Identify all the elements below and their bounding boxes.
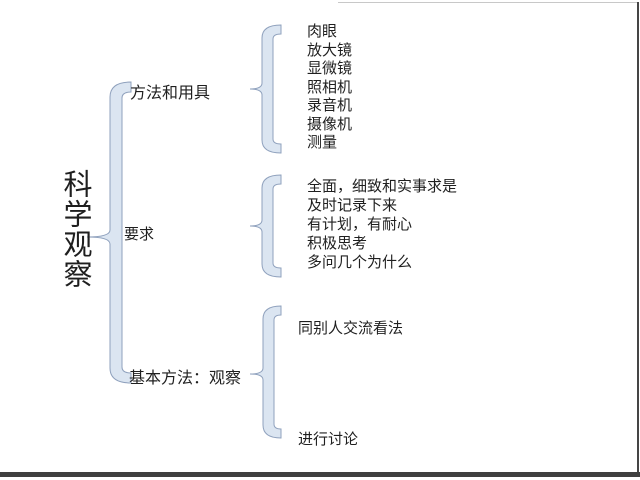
page-edge-top-line xyxy=(338,2,638,3)
list-item: 同别人交流看法 xyxy=(298,321,404,337)
branch-label-basic-method: 基本方法：观察 xyxy=(129,370,242,387)
main-brace xyxy=(86,81,132,384)
list-item: 全面，细致和实事求是 xyxy=(307,179,458,195)
tools-list: 肉眼 放大镜 显微镜 照相机 录音机 摄像机 测量 xyxy=(307,23,352,153)
list-item: 有计划，有耐心 xyxy=(307,217,413,233)
page-edge-right-line xyxy=(637,2,639,477)
page-edge-bottom-bar xyxy=(0,472,640,477)
list-item: 及时记录下来 xyxy=(307,198,398,214)
list-item: 肉眼 xyxy=(307,24,338,40)
tools-brace xyxy=(249,24,282,154)
requirements-list: 全面，细致和实事求是 及时记录下来 有计划，有耐心 积极思考 多问几个为什么 xyxy=(307,178,457,273)
list-item: 进行讨论 xyxy=(298,432,359,448)
requirements-brace xyxy=(249,174,282,278)
branch-label-requirements: 要求 xyxy=(124,227,155,243)
list-item: 摄像机 xyxy=(307,116,353,133)
branch-label-methods: 方法和用具 xyxy=(130,85,211,102)
list-item: 积极思考 xyxy=(307,236,368,252)
basic-method-brace xyxy=(249,305,282,439)
list-item: 多问几个为什么 xyxy=(307,255,413,271)
list-item: 照相机 xyxy=(307,79,353,96)
list-item: 测量 xyxy=(307,135,338,151)
diagram-title: 科学观察 xyxy=(59,169,91,289)
list-item: 放大镜 xyxy=(307,42,353,59)
list-item: 显微镜 xyxy=(307,61,353,77)
list-item: 录音机 xyxy=(307,98,353,114)
